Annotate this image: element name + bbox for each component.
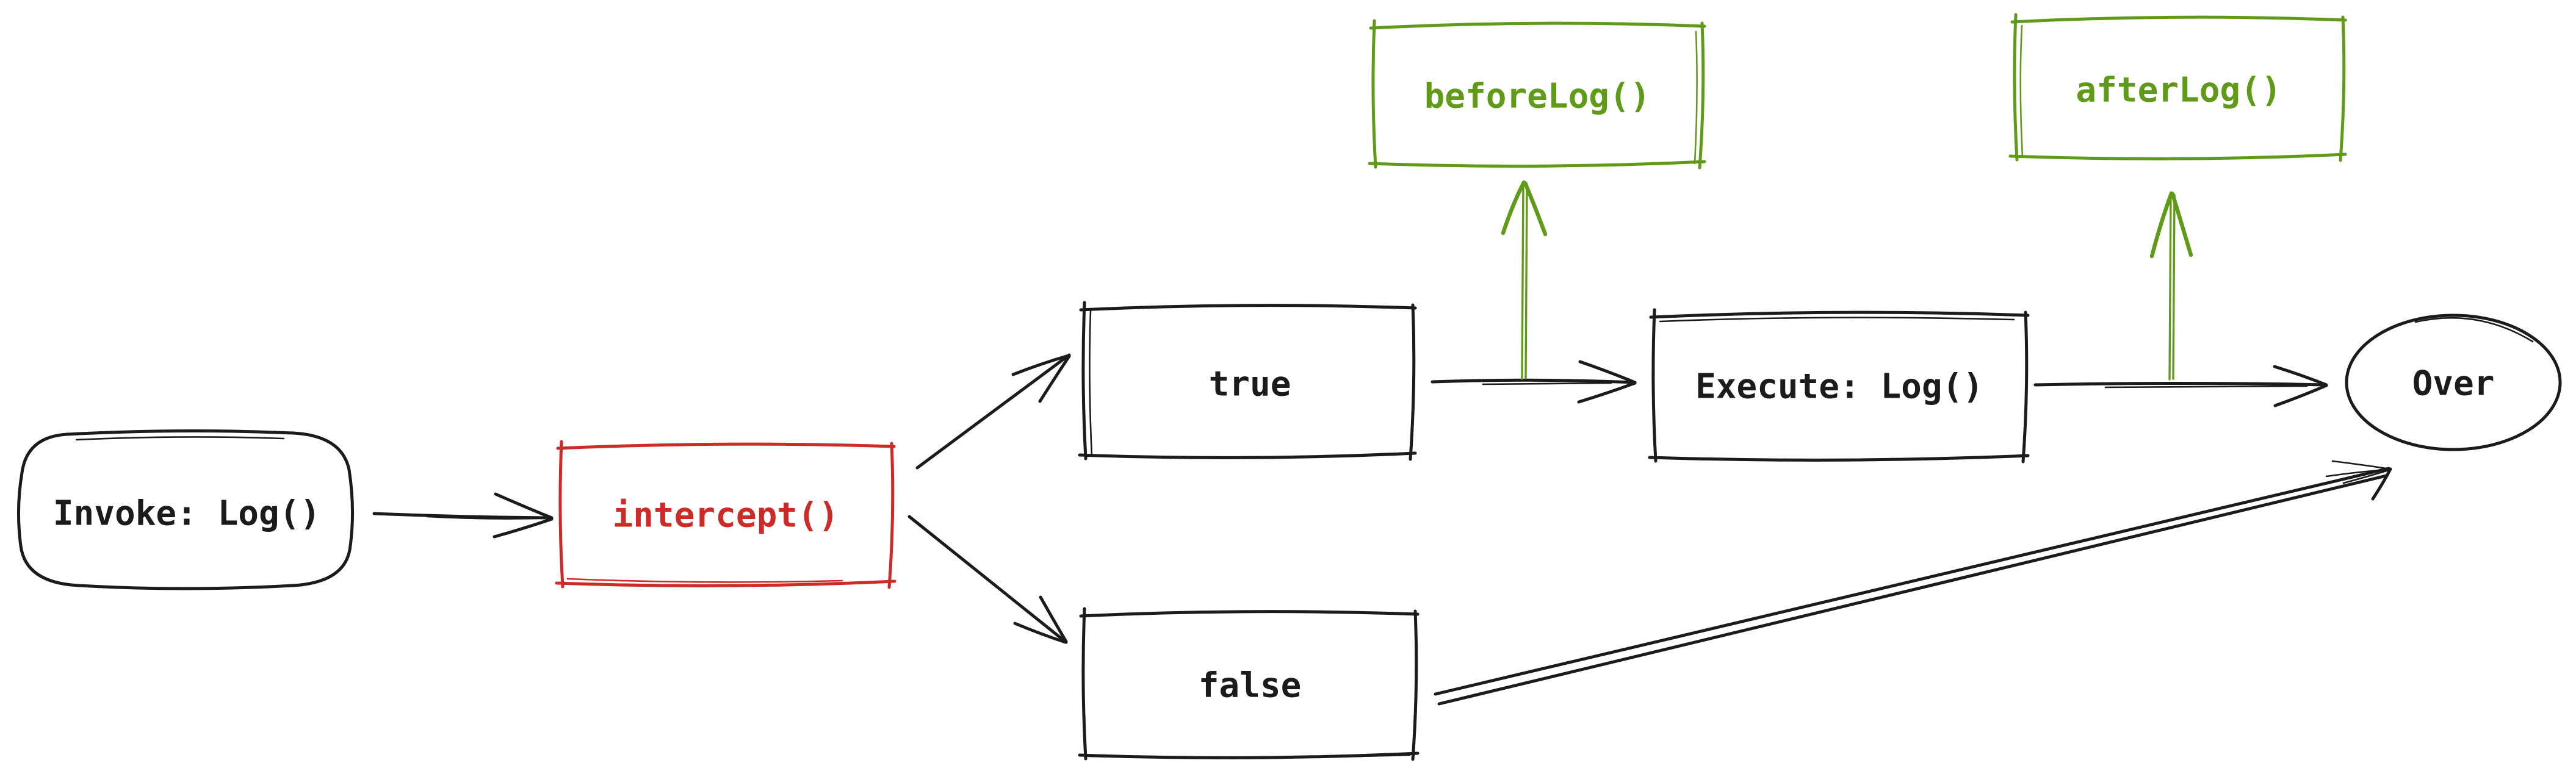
afterlog-box-right bbox=[2339, 15, 2346, 162]
edge-invoke-intercept-arrowhead bbox=[492, 492, 554, 539]
edge-execute-over-arrowhead bbox=[2273, 365, 2328, 407]
edge-intercept-false-arrowhead bbox=[1013, 595, 1068, 644]
true-box-right bbox=[1409, 303, 1416, 461]
afterlog-box-bottom bbox=[2008, 152, 2347, 160]
afterlog-box-echo bbox=[2019, 24, 2024, 159]
execute-box-bottom bbox=[1648, 454, 2030, 462]
execute-box-left bbox=[1651, 308, 1658, 463]
node-afterlog-box bbox=[2008, 13, 2347, 162]
false-box-right bbox=[1411, 609, 1418, 761]
node-over-ellipse bbox=[2345, 314, 2562, 451]
edge-invoke-to-intercept bbox=[372, 492, 554, 539]
execute-box-top bbox=[1649, 310, 2030, 319]
edge-beforelog-shaft-1 bbox=[1521, 182, 1524, 380]
edge-execute-over-shaft bbox=[2033, 382, 2327, 387]
edge-false-over-shaft-1 bbox=[1434, 467, 2390, 696]
edge-afterlog-shaft-2 bbox=[2172, 194, 2176, 380]
invoke-box-outline bbox=[16, 429, 355, 590]
false-box-left bbox=[1081, 607, 1088, 761]
execute-label: Execute: Log() bbox=[1695, 367, 1983, 407]
edge-to-afterlog bbox=[2149, 191, 2193, 381]
beforelog-box-left bbox=[1371, 19, 1377, 169]
true-box-left bbox=[1081, 301, 1088, 460]
edge-true-execute-arrowhead bbox=[1577, 360, 1637, 404]
intercept-box-echo bbox=[566, 578, 843, 583]
over-ellipse-echo bbox=[2414, 317, 2534, 343]
node-invoke-box bbox=[16, 429, 355, 590]
node-true-box bbox=[1078, 301, 1417, 461]
node-execute-box bbox=[1648, 308, 2030, 464]
execute-box-right bbox=[2021, 310, 2029, 464]
edge-true-execute-echo bbox=[1482, 382, 1612, 385]
false-label: false bbox=[1199, 666, 1302, 706]
invoke-box-echo bbox=[75, 436, 285, 441]
afterlog-box-left bbox=[2013, 13, 2019, 162]
edge-false-to-over bbox=[1434, 460, 2392, 706]
edge-afterlog-arrowhead bbox=[2149, 191, 2193, 259]
edge-intercept-to-true bbox=[915, 353, 1071, 470]
beforelog-box-echo bbox=[1694, 30, 1698, 165]
over-label: Over bbox=[2412, 364, 2495, 404]
intercept-box-top bbox=[556, 442, 896, 450]
true-box-bottom bbox=[1078, 451, 1417, 459]
true-box-echo bbox=[1089, 310, 1093, 457]
over-ellipse-outline bbox=[2345, 314, 2562, 451]
beforelog-box-top bbox=[1369, 21, 1706, 30]
edge-execute-over-echo bbox=[2104, 385, 2308, 389]
node-beforelog-box bbox=[1368, 19, 1706, 170]
edge-intercept-to-false bbox=[907, 515, 1068, 644]
edge-false-over-arrowhead-scribble bbox=[2325, 460, 2391, 484]
edge-afterlog-shaft-1 bbox=[2168, 193, 2172, 381]
edge-beforelog-shaft-2 bbox=[1524, 183, 1528, 379]
true-box-top bbox=[1079, 304, 1417, 312]
edge-invoke-intercept-echo bbox=[426, 515, 538, 520]
intercept-box-left bbox=[558, 440, 565, 589]
true-label: true bbox=[1209, 365, 1291, 404]
node-false-box bbox=[1078, 607, 1420, 761]
beforelog-box-right bbox=[1698, 21, 1705, 170]
intercept-box-right bbox=[887, 442, 895, 589]
edge-false-over-arrowhead bbox=[2371, 467, 2392, 501]
false-box-top bbox=[1079, 610, 1420, 618]
false-box-echo bbox=[1088, 754, 1411, 759]
node-intercept-box bbox=[555, 440, 897, 589]
afterlog-label: afterLog() bbox=[2076, 71, 2281, 110]
edge-beforelog-arrowhead bbox=[1501, 180, 1548, 237]
edge-false-over-shaft-2 bbox=[1437, 474, 2388, 706]
edge-intercept-false-shaft bbox=[907, 515, 1068, 644]
intercept-box-bottom bbox=[555, 579, 897, 587]
edge-intercept-true-shaft bbox=[915, 353, 1071, 470]
edge-invoke-intercept-shaft bbox=[372, 512, 553, 520]
beforelog-box-bottom bbox=[1368, 160, 1706, 168]
intercept-label: intercept() bbox=[613, 496, 839, 536]
beforelog-label: beforeLog() bbox=[1424, 77, 1651, 116]
invoke-label: Invoke: Log() bbox=[53, 494, 320, 534]
edge-execute-to-over bbox=[2033, 365, 2328, 407]
edge-true-to-execute bbox=[1431, 360, 1637, 404]
edge-intercept-true-arrowhead bbox=[1011, 354, 1071, 403]
edge-to-beforelog bbox=[1501, 180, 1548, 380]
execute-box-echo bbox=[1659, 317, 2015, 323]
afterlog-box-top bbox=[2010, 15, 2347, 24]
edge-true-execute-shaft bbox=[1431, 378, 1635, 384]
